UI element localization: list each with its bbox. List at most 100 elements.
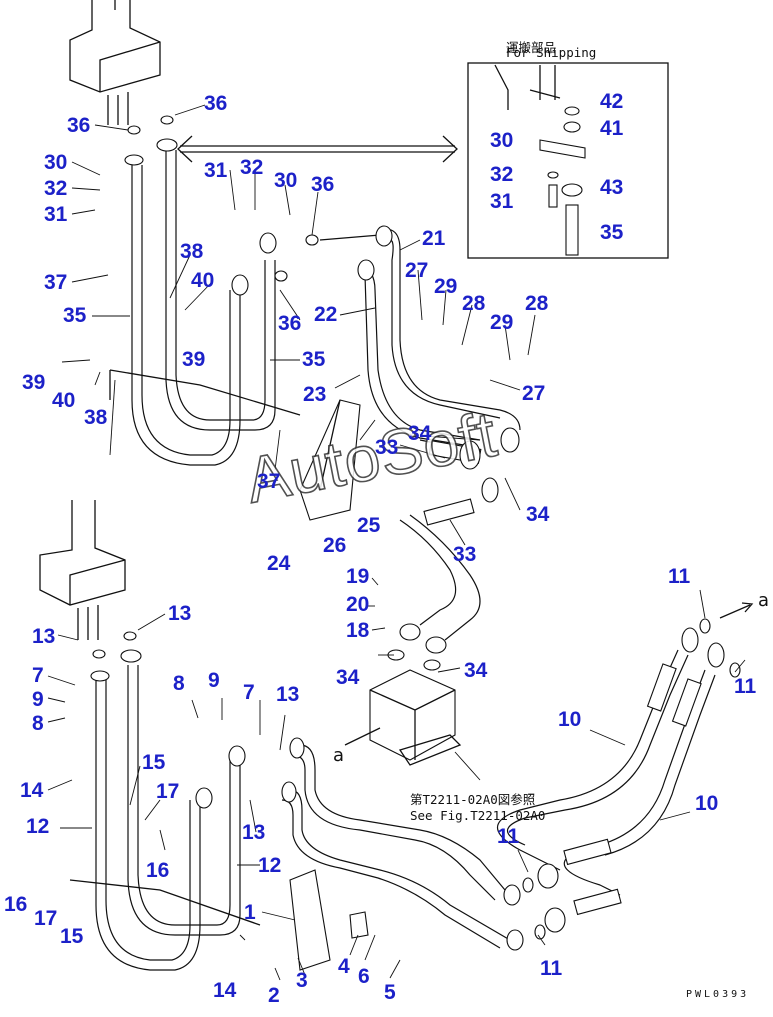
callout: 28 [462,292,486,315]
callout: 30 [490,129,514,152]
lower-hoses-left [69,631,261,971]
callout: 12 [26,815,50,838]
callout: 33 [375,436,399,459]
callout: 16 [146,859,170,882]
callout: 23 [303,383,327,406]
callout: 36 [311,173,335,196]
callout: 39 [182,348,206,371]
lower-steel-pipes [281,737,524,951]
shipping-box-title-en: For Shipping [506,45,597,60]
double-arrow [177,135,458,163]
callout: 9 [208,669,220,692]
callout: 30 [274,169,298,192]
callout: 27 [405,259,429,282]
callout: 27 [522,382,546,405]
upper-bracket [299,399,361,521]
callout: 17 [156,780,180,803]
callout: 21 [422,227,446,250]
callout: 37 [257,470,281,493]
callout: 31 [490,190,514,213]
callout: 10 [695,792,719,815]
lower-valve-block [39,500,126,640]
shipping-box-frame [467,62,669,259]
callout: 6 [358,965,370,988]
callout: 7 [243,681,255,704]
callout: 42 [600,90,624,113]
callout: 34 [464,659,488,682]
callout: 2 [268,984,280,1007]
callout: 40 [52,389,76,412]
callout: 41 [600,117,624,140]
leader-lines [47,104,746,981]
callout: 37 [44,271,68,294]
callout: 8 [32,712,44,735]
callout: 36 [204,92,228,115]
callout: 32 [240,156,264,179]
callout: 38 [180,240,204,263]
arrow-a-left [344,727,381,746]
callout: 28 [525,292,549,315]
upper-hoses-left [109,150,301,466]
reference-note-jp: 第T2211-02A0図参照 [410,792,536,807]
callout: 13 [32,625,56,648]
callout: 11 [497,825,520,848]
callout: 17 [34,907,58,930]
callout: 29 [434,275,458,298]
callout: 40 [191,269,215,292]
callout: 10 [558,708,582,731]
callout: 34 [336,666,360,689]
callout: 39 [22,371,46,394]
callout: 13 [168,602,192,625]
callout: 15 [60,925,84,948]
callout: 13 [242,821,266,844]
callout: 13 [276,683,300,706]
callout: 7 [32,664,44,687]
arrow-letter-right: a [758,590,770,611]
callout: 19 [346,565,370,588]
callout: 43 [600,176,624,199]
callout: 11 [540,957,563,980]
callout: 31 [44,203,68,226]
callout: 30 [44,151,68,174]
callout: 33 [453,543,477,566]
drawing-code: PWL0393 [686,989,750,1000]
upper-fittings [124,115,319,296]
callout: 32 [44,177,68,200]
callout: 12 [258,854,282,877]
lower-small-bracket [349,911,369,939]
callout: 32 [490,163,514,186]
callout: 35 [63,304,87,327]
distribution-valve-block [369,649,462,766]
callout: 38 [84,406,108,429]
callout: 4 [338,955,350,978]
callout: 8 [173,672,185,695]
callout: 34 [526,503,550,526]
callout: 11 [668,565,691,588]
callout: 1 [244,901,256,924]
arrow-a-right [719,604,751,619]
callout: 25 [357,514,381,537]
lower-right-hoses [497,618,741,940]
callout: 15 [142,751,166,774]
callout: 22 [314,303,338,326]
upper-valve-block [69,0,161,125]
callout: 24 [267,552,291,575]
reference-note-en: See Fig.T2211-02A0 [410,808,546,823]
callout: 18 [346,619,370,642]
callout: 35 [600,221,624,244]
callout: 3 [296,969,308,992]
callout: 5 [384,981,396,1004]
callout: 31 [204,159,228,182]
callout: 36 [278,312,302,335]
callout: 29 [490,311,514,334]
callout: 34 [408,422,432,445]
lower-bracket [289,869,331,971]
callout: 9 [32,688,44,711]
callout: 35 [302,348,326,371]
shipping-box-parts [494,64,586,256]
callout: 14 [20,779,44,802]
shipping-box-title-jp: 運搬部品 [506,40,557,55]
upper-steel-pipes [319,225,521,447]
callout: 36 [67,114,91,137]
